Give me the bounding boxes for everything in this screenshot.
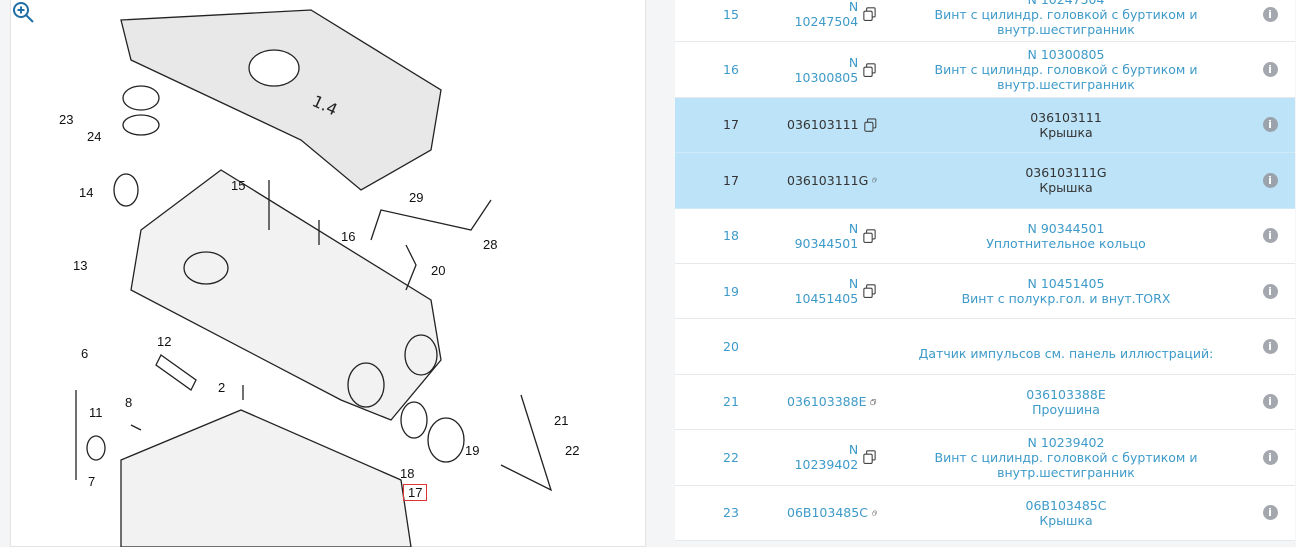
part-code[interactable]: N 90344501: [1027, 220, 1105, 236]
position-number: 23: [723, 505, 739, 521]
callout-23[interactable]: 23: [59, 112, 74, 127]
part-number-link[interactable]: 036103111: [787, 117, 859, 133]
callout-21[interactable]: 21: [554, 413, 569, 428]
zoom-in-icon[interactable]: [11, 0, 35, 24]
part-number-link[interactable]: N 10300805: [794, 54, 859, 85]
info-icon[interactable]: i: [1262, 339, 1278, 355]
callout-28[interactable]: 28: [483, 237, 498, 252]
part-description: Винт с цилиндр. головкой с буртиком и вн…: [934, 62, 1198, 93]
copy-icon[interactable]: [862, 6, 877, 22]
info-icon[interactable]: i: [1262, 449, 1278, 465]
info-icon[interactable]: i: [1262, 228, 1278, 244]
part-description: Винт с полукр.гол. и внут.TORX: [961, 291, 1171, 307]
position-number: 20: [723, 339, 739, 355]
part-code[interactable]: N 10247504: [887, 0, 1245, 7]
part-description: Крышка: [1039, 512, 1093, 528]
callout-22[interactable]: 22: [565, 443, 580, 458]
part-code[interactable]: 036103111: [1030, 109, 1102, 125]
info-icon[interactable]: i: [1262, 6, 1278, 22]
part-description: Крышка: [1039, 180, 1093, 196]
info-icon[interactable]: i: [1262, 505, 1278, 521]
part-number-link[interactable]: N 10239402: [794, 442, 859, 473]
callout-6[interactable]: 6: [81, 346, 89, 361]
part-number-link[interactable]: 036103388E: [787, 394, 867, 410]
part-number-link[interactable]: N 10451405: [794, 276, 859, 307]
part-number-link[interactable]: 06B103485C: [787, 505, 868, 521]
info-icon[interactable]: i: [1262, 394, 1278, 410]
part-description: Винт с цилиндр. головкой с буртиком и вн…: [934, 449, 1198, 480]
position-number: 21: [723, 394, 739, 410]
callout-20[interactable]: 20: [431, 263, 446, 278]
part-description: Крышка: [1039, 124, 1093, 140]
callout-18[interactable]: 18: [400, 466, 415, 481]
callout-17-highlighted[interactable]: 17: [403, 484, 428, 501]
callout-8[interactable]: 8: [125, 395, 133, 410]
copy-icon[interactable]: [872, 505, 877, 521]
callout-15[interactable]: 15: [231, 178, 246, 193]
copy-icon[interactable]: [862, 228, 877, 244]
position-number: 17: [723, 117, 739, 133]
position-number: 22: [723, 449, 739, 465]
callout-7[interactable]: 7: [88, 474, 96, 489]
part-code[interactable]: N 10451405: [1027, 276, 1105, 292]
table-row[interactable]: 20 Датчик импульсов см. панель иллюстрац…: [675, 319, 1295, 375]
part-code[interactable]: 036103388E: [1026, 386, 1106, 402]
position-number: 15: [723, 6, 739, 22]
copy-icon[interactable]: [863, 117, 877, 133]
copy-icon[interactable]: [862, 62, 877, 78]
part-number-link[interactable]: N 90344501: [794, 220, 859, 251]
copy-icon[interactable]: [872, 172, 877, 188]
position-number: 17: [723, 172, 739, 188]
parts-diagram[interactable]: 1.4 23 24 14 15 29 16 28 13 20 12 6 2 11…: [10, 0, 646, 547]
callout-11[interactable]: 11: [89, 405, 103, 420]
part-code[interactable]: N 10300805: [1027, 47, 1105, 63]
part-number-link[interactable]: N 10247504: [794, 0, 859, 30]
copy-icon[interactable]: [862, 283, 877, 299]
part-code[interactable]: 06B103485C: [1025, 497, 1107, 513]
callout-14[interactable]: 14: [79, 185, 94, 200]
info-icon[interactable]: i: [1262, 62, 1278, 78]
copy-icon[interactable]: [870, 394, 877, 410]
position-number: 16: [723, 62, 739, 78]
callout-29[interactable]: 29: [409, 190, 424, 205]
callout-12[interactable]: 12: [157, 334, 172, 349]
position-number: 18: [723, 228, 739, 244]
callout-2[interactable]: 2: [218, 380, 226, 395]
copy-icon[interactable]: [862, 449, 877, 465]
callout-19[interactable]: 19: [465, 443, 480, 458]
callout-16[interactable]: 16: [341, 229, 356, 244]
part-number-link[interactable]: 036103111G: [787, 172, 869, 188]
part-description: Проушина: [1032, 401, 1100, 417]
info-icon[interactable]: i: [1262, 172, 1278, 188]
part-description: Датчик импульсов см. панель иллюстраций:: [918, 346, 1214, 362]
position-number: 19: [723, 283, 739, 299]
part-description: Винт с цилиндр. головкой с буртиком и вн…: [934, 6, 1198, 37]
callout-13[interactable]: 13: [73, 258, 88, 273]
info-icon[interactable]: i: [1262, 117, 1278, 133]
part-code[interactable]: N 10239402: [1027, 434, 1105, 450]
callout-24[interactable]: 24: [87, 129, 102, 144]
part-description: Уплотнительное кольцо: [986, 235, 1146, 251]
info-icon[interactable]: i: [1262, 283, 1278, 299]
part-code[interactable]: 036103111G: [1025, 165, 1107, 181]
engine-exploded-drawing: 1.4: [75, 9, 553, 547]
